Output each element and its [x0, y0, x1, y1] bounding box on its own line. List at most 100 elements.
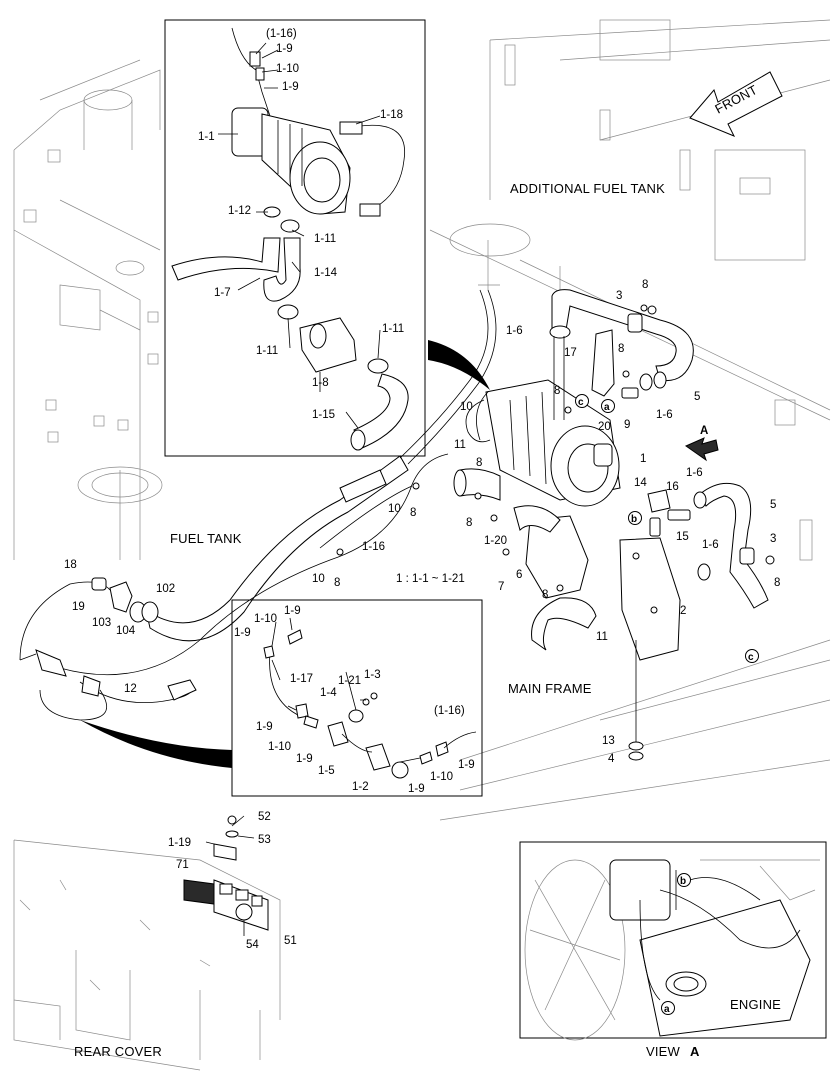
- callout: 19: [72, 601, 85, 613]
- callout: 12: [124, 683, 137, 695]
- callout: 15: [676, 531, 689, 543]
- marker-c-1: c: [578, 397, 584, 408]
- callout: 53: [258, 834, 271, 846]
- callout: 103: [92, 617, 111, 629]
- callout: 10: [460, 401, 473, 413]
- callout: 10: [388, 503, 401, 515]
- callout: 1-1: [198, 131, 215, 143]
- inset-fuel-pump-detail: [231, 599, 483, 797]
- callout: 1-19: [168, 837, 191, 849]
- callout: 1-9: [282, 81, 299, 93]
- view-a-arrow: A: [684, 425, 719, 462]
- callout: 1-10: [276, 63, 299, 75]
- callout: 1-9: [276, 43, 293, 55]
- marker-a-1: a: [604, 402, 610, 413]
- callout: 1-9: [296, 753, 313, 765]
- title-main-frame: MAIN FRAME: [508, 681, 592, 696]
- callout: 1-8: [312, 377, 329, 389]
- callout: (1-16): [434, 705, 465, 717]
- callout: 5: [770, 499, 776, 511]
- marker-b-2: b: [680, 876, 686, 887]
- title-rear-cover: REAR COVER: [74, 1044, 162, 1059]
- callout: 8: [642, 279, 648, 291]
- inset-pointer-swoosh: [428, 340, 490, 390]
- inset-heater-detail: [164, 19, 426, 457]
- title-fuel-tank: FUEL TANK: [170, 531, 242, 546]
- range-note: 1 : 1-1 ~ 1-21: [396, 573, 465, 585]
- callout: 51: [284, 935, 297, 947]
- marker-c-2: c: [748, 652, 754, 663]
- callout: 1-21: [338, 675, 361, 687]
- callout: 1-11: [314, 233, 336, 245]
- arrow-a-label: A: [700, 425, 708, 437]
- callout: 7: [498, 581, 504, 593]
- callout: 1-9: [234, 627, 251, 639]
- callout: 3: [616, 290, 622, 302]
- callout: 17: [564, 347, 577, 359]
- callout: 1-20: [484, 535, 507, 547]
- callout: 1-11: [256, 345, 278, 357]
- view-a-engine-inset: [519, 841, 827, 1041]
- callout: 8: [618, 343, 624, 355]
- callout: 1-6: [506, 325, 523, 337]
- callout: 1-9: [458, 759, 475, 771]
- callout: 1-11: [382, 323, 404, 335]
- callout: 71: [176, 859, 189, 871]
- callout: 1-10: [254, 613, 277, 625]
- callout: 8: [476, 457, 482, 469]
- callout: 8: [542, 589, 548, 601]
- callout: 6: [516, 569, 522, 581]
- callout: 8: [410, 507, 416, 519]
- callout: 8: [466, 517, 472, 529]
- callout: 8: [554, 385, 560, 397]
- callout: 54: [246, 939, 259, 951]
- callout: 10: [312, 573, 325, 585]
- callout: 9: [624, 419, 630, 431]
- callout: 1-10: [430, 771, 453, 783]
- marker-b-1: b: [631, 514, 637, 525]
- part-callouts: (1-16) 1-9 1-10 1-9 1-18 1-1 1-12 1-11 1…: [64, 28, 780, 951]
- callout: 1-10: [268, 741, 291, 753]
- callout: 1-6: [686, 467, 703, 479]
- callout: 1-5: [318, 765, 335, 777]
- fuel-line-routing: [19, 289, 497, 721]
- callout: 8: [774, 577, 780, 589]
- callout: (1-16): [266, 28, 297, 40]
- rear-cover-drawing: [13, 815, 281, 1071]
- callout: 1-4: [320, 687, 337, 699]
- callout: 18: [64, 559, 77, 571]
- front-arrow: FRONT: [689, 71, 783, 137]
- callout: 16: [666, 481, 679, 493]
- callout: 1-9: [256, 721, 273, 733]
- callout: 1-18: [380, 109, 403, 121]
- callout: 8: [334, 577, 340, 589]
- title-view-a-letter: A: [690, 1044, 700, 1059]
- callout: 1-16: [362, 541, 385, 553]
- marker-a-2: a: [664, 1004, 670, 1015]
- callout: 14: [634, 477, 647, 489]
- callout: 1-7: [214, 287, 231, 299]
- callout: 11: [454, 439, 466, 451]
- callout: 5: [694, 391, 700, 403]
- callout: 1-6: [702, 539, 719, 551]
- callout: 1-15: [312, 409, 335, 421]
- callout: 1-9: [408, 783, 425, 795]
- callout: 104: [116, 625, 136, 637]
- callout: 52: [258, 811, 271, 823]
- callout: 1-3: [364, 669, 381, 681]
- callout: 1-14: [314, 267, 338, 279]
- title-additional-fuel-tank: ADDITIONAL FUEL TANK: [510, 181, 665, 196]
- callout: 3: [770, 533, 776, 545]
- callout: 11: [596, 631, 608, 643]
- main-heater-assembly: [336, 289, 775, 761]
- inset2-pointer-swoosh: [80, 720, 232, 768]
- callout: 1-2: [352, 781, 369, 793]
- callout: 13: [602, 735, 615, 747]
- area-titles: ADDITIONAL FUEL TANK FUEL TANK MAIN FRAM…: [74, 181, 781, 1059]
- circle-markers: a c b c b a: [575, 394, 759, 1015]
- title-engine: ENGINE: [730, 997, 781, 1012]
- callout: 20: [598, 421, 611, 433]
- title-view-a-prefix: VIEW: [646, 1044, 681, 1059]
- callout: 102: [156, 583, 175, 595]
- callout: 2: [680, 605, 686, 617]
